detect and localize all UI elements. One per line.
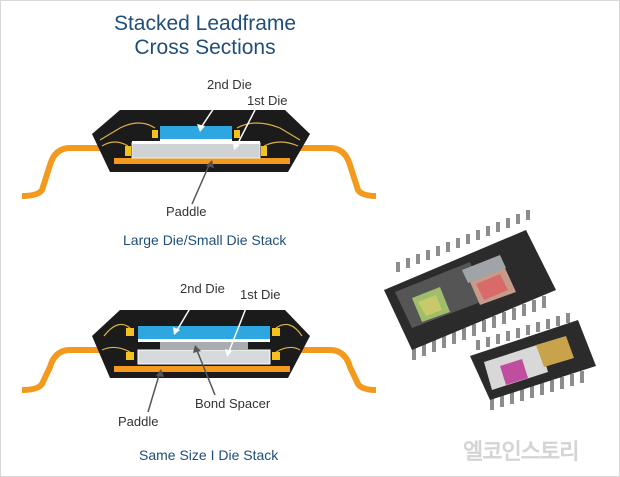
bottom-1st-die [137, 349, 271, 365]
chip-photo-small [470, 313, 596, 410]
bottom-right-lead [300, 347, 377, 393]
top-1st-die [131, 142, 261, 159]
top-cross-section [21, 95, 377, 205]
bottom-label-paddle: Paddle [118, 414, 159, 429]
bottom-label-1st-die: 1st Die [240, 287, 281, 302]
bottom-paddle [114, 366, 290, 372]
bottom-label-2nd-die: 2nd Die [180, 281, 225, 296]
top-caption: Large Die/Small Die Stack [123, 232, 287, 248]
top-right-lead [300, 145, 377, 199]
bottom-cross-section [21, 299, 377, 413]
top-left-lead [21, 145, 100, 199]
title-line-1: Stacked Leadframe [113, 12, 297, 35]
chip-photo-large [384, 210, 556, 360]
title-line-2: Cross Sections [134, 36, 276, 59]
bottom-caption: Same Size I Die Stack [139, 447, 279, 463]
top-label-paddle: Paddle [166, 204, 207, 219]
top-paddle [114, 158, 290, 164]
top-2nd-die [160, 126, 232, 141]
bottom-left-lead [21, 347, 100, 393]
bottom-label-bond-spacer: Bond Spacer [195, 396, 271, 411]
top-label-1st-die: 1st Die [247, 93, 288, 108]
watermark-text: 엘코인스토리 [463, 440, 579, 465]
bottom-bond-spacer [160, 342, 248, 350]
bottom-2nd-die [138, 326, 270, 340]
top-label-2nd-die: 2nd Die [207, 77, 252, 92]
